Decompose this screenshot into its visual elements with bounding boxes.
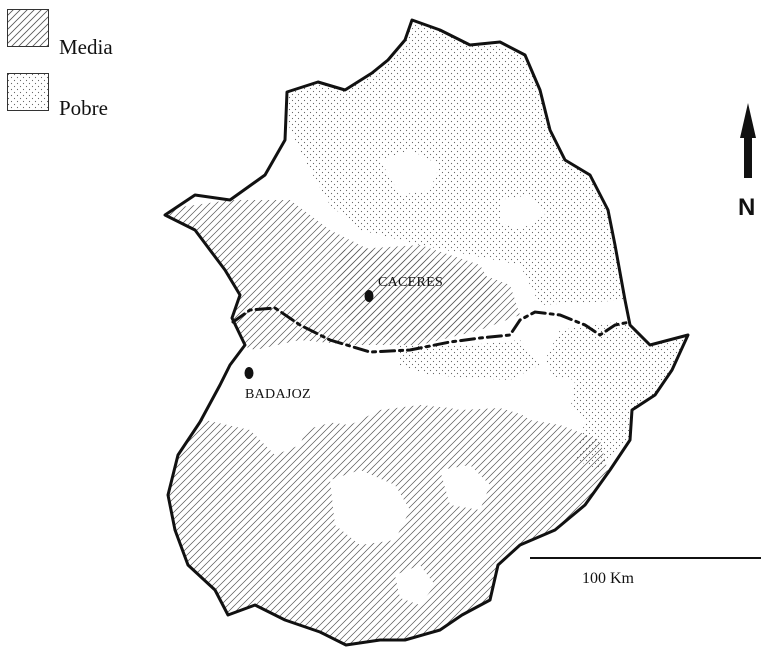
pobre-zone-center	[400, 340, 540, 380]
city-marker-badajoz	[244, 367, 254, 379]
city-marker-caceres	[364, 290, 374, 302]
scale-bar: 100 Km	[530, 557, 761, 587]
legend-swatch-media	[7, 9, 49, 47]
white-area-south-2	[440, 465, 490, 510]
north-label: N	[738, 194, 755, 221]
city-caceres: CACERES	[364, 275, 443, 302]
white-area-south-1	[330, 470, 410, 545]
city-label-badajoz: BADAJOZ	[245, 387, 311, 402]
north-arrow-icon	[740, 103, 756, 178]
legend-label-pobre: Pobre	[59, 96, 108, 120]
pobre-zone-east	[545, 320, 688, 470]
region-fills	[165, 20, 688, 645]
white-corridor	[225, 355, 575, 440]
north-arrow: N	[738, 103, 756, 221]
white-area-south-3	[395, 565, 435, 605]
legend-label-media: Media	[59, 35, 113, 59]
region-outline	[163, 18, 690, 647]
city-badajoz: BADAJOZ	[244, 367, 311, 402]
legend-swatch-pobre	[7, 73, 49, 111]
province-boundary	[231, 306, 632, 354]
white-island-northeast	[500, 195, 545, 230]
white-island-north	[380, 150, 440, 195]
scale-bar-label: 100 Km	[582, 570, 635, 587]
city-label-caceres: CACERES	[378, 275, 443, 290]
media-zone-central	[335, 245, 500, 340]
